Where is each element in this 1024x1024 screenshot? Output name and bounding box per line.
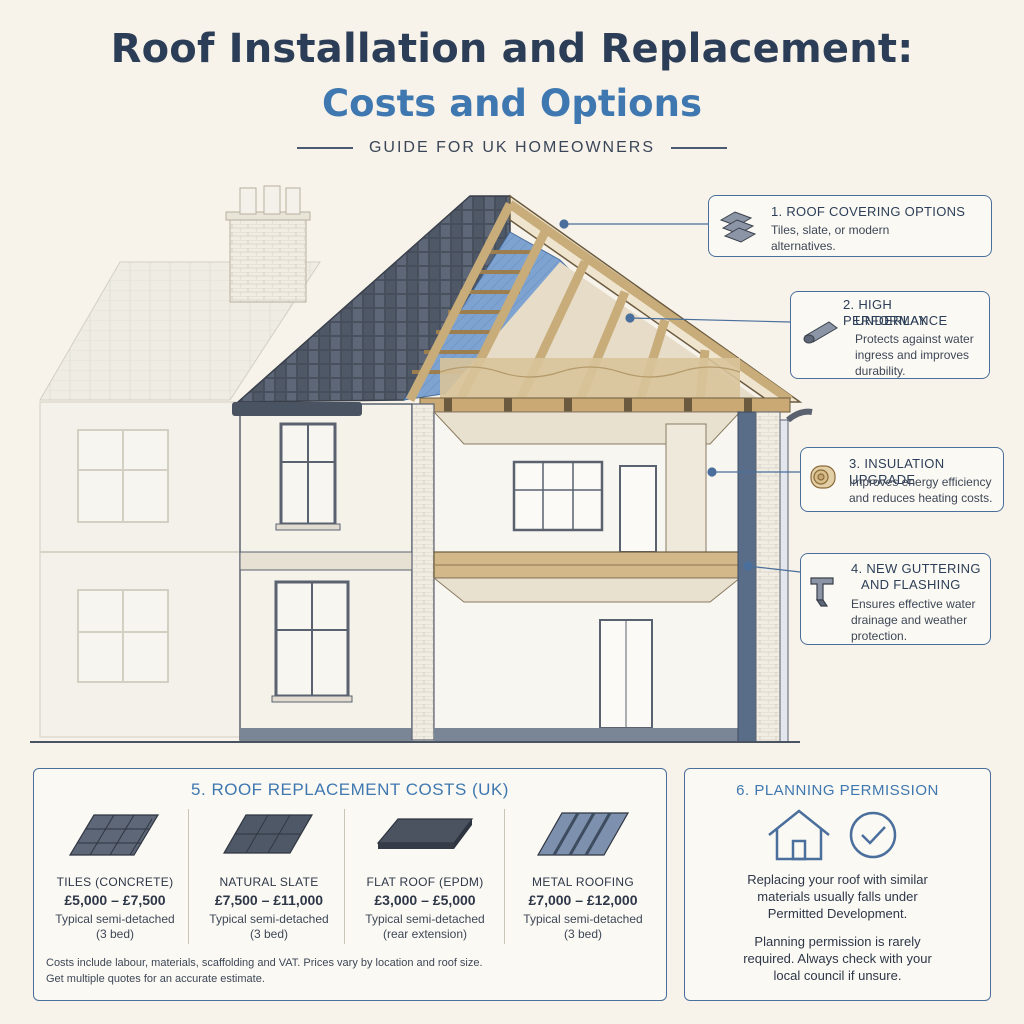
planning-para2-line2: required. Always check with your	[743, 951, 932, 966]
costs-note-line-1: Costs include labour, materials, scaffol…	[46, 957, 483, 969]
callout-4-title-1: 4. NEW GUTTERING	[851, 561, 981, 576]
planning-para2-line1: Planning permission is rarely	[754, 934, 921, 949]
roof-tiles-icon	[719, 211, 757, 243]
callout-2-title-1: 2. HIGH PERFORMANCE	[843, 297, 948, 328]
callout-1-desc-2: alternatives.	[771, 239, 836, 253]
chimney	[225, 185, 311, 303]
callout-1-desc-1: Tiles, slate, or modern	[771, 223, 890, 237]
cost-item-sub-1: Typical semi-detached	[365, 912, 485, 926]
callout-3-desc-1: Improves energy efficiency	[849, 475, 992, 489]
planning-permission-panel: 6. PLANNING PERMISSION Replacing your ro…	[684, 768, 991, 1001]
cost-item-sub-2: (3 bed)	[563, 927, 603, 941]
callout-guttering: 4. NEW GUTTERING AND FLASHING Ensures ef…	[800, 553, 991, 645]
cost-item-sub-2: (rear extension)	[382, 927, 468, 941]
cost-item-sub-1: Typical semi-detached	[209, 912, 329, 926]
cost-item-price: £3,000 – £5,000	[374, 892, 476, 908]
callout-roof-covering: 1. ROOF COVERING OPTIONS Tiles, slate, o…	[708, 195, 992, 257]
cost-item-name: METAL ROOFING	[532, 875, 634, 889]
planning-para2-line3: local council if unsure.	[773, 968, 902, 983]
planning-para1-line3: Permitted Development.	[767, 906, 908, 921]
house-check-icon	[768, 809, 897, 861]
flat-roof-icon	[376, 818, 474, 849]
callout-3-desc-2: and reduces heating costs.	[849, 491, 993, 505]
callout-3-title: 3. INSULATION UPGRADE	[849, 456, 945, 487]
callout-2-desc-2: ingress and improves	[855, 348, 970, 362]
callout-4-desc-2: drainage and weather	[851, 613, 968, 627]
cost-item-price: £7,000 – £12,000	[528, 892, 638, 908]
planning-para1-line2: materials usually falls under	[757, 889, 918, 904]
metal-roofing-icon	[536, 812, 630, 856]
callout-leaders	[559, 219, 801, 573]
subtitle-rule-left	[296, 147, 353, 149]
cost-item-name: TILES (CONCRETE)	[56, 875, 174, 889]
loft-insulation	[440, 358, 740, 400]
slate-icon	[222, 814, 314, 854]
door-upper	[619, 465, 657, 553]
cost-item-sub-1: Typical semi-detached	[55, 912, 175, 926]
roof-costs-panel: 5. ROOF REPLACEMENT COSTS (UK) TILES (CO…	[33, 768, 667, 1001]
page-title-line1: Roof Installation and Replacement:	[110, 26, 914, 72]
cost-item-sub-2: (3 bed)	[249, 927, 289, 941]
downpipe	[779, 419, 789, 743]
cost-item-name: FLAT ROOF (EPDM)	[366, 875, 484, 889]
insulation-roll-icon	[810, 465, 836, 489]
planning-para1-line1: Replacing your roof with similar	[747, 872, 928, 887]
costs-note-line-2: Get multiple quotes for an accurate esti…	[46, 973, 265, 985]
callout-underlay: 2. HIGH PERFORMANCE UNDERLAY Protects ag…	[790, 291, 990, 379]
concrete-tiles-icon	[68, 814, 160, 856]
gutter-icon	[810, 577, 834, 607]
callout-4-desc-3: protection.	[851, 629, 908, 643]
callout-insulation: 3. INSULATION UPGRADE Improves energy ef…	[800, 447, 1004, 512]
callout-4-title-2: AND FLASHING	[861, 577, 961, 592]
callout-2-desc-1: Protects against water	[855, 332, 974, 346]
underlay-roll-icon	[803, 321, 838, 344]
house-cutaway-illustration	[30, 185, 813, 743]
window-upper-interior	[512, 460, 604, 532]
ceiling-joist-beam	[419, 397, 791, 413]
costs-title: 5. ROOF REPLACEMENT COSTS (UK)	[191, 780, 509, 799]
cost-item-name: NATURAL SLATE	[219, 875, 319, 889]
cost-item-sub-1: Typical semi-detached	[523, 912, 643, 926]
planning-title: 6. PLANNING PERMISSION	[736, 782, 939, 799]
cost-item-price: £7,500 – £11,000	[214, 892, 324, 908]
page-title-line2: Costs and Options	[322, 82, 702, 125]
cavity-wall-right	[737, 411, 757, 743]
subtitle-rule-right	[671, 147, 727, 149]
cavity-wall-left	[411, 403, 435, 741]
callout-2-title-2: UNDERLAY	[855, 313, 928, 328]
callout-2-desc-3: durability.	[855, 364, 906, 378]
cost-item-price: £5,000 – £7,500	[64, 892, 166, 908]
callout-1-title: 1. ROOF COVERING OPTIONS	[771, 204, 966, 219]
front-gutter	[232, 402, 362, 416]
cost-item-sub-2: (3 bed)	[95, 927, 135, 941]
subtitle-row: GUIDE FOR UK HOMEOWNERS	[0, 138, 1024, 158]
page-subtitle: GUIDE FOR UK HOMEOWNERS	[368, 139, 655, 156]
callout-4-desc-1: Ensures effective water	[851, 597, 976, 611]
